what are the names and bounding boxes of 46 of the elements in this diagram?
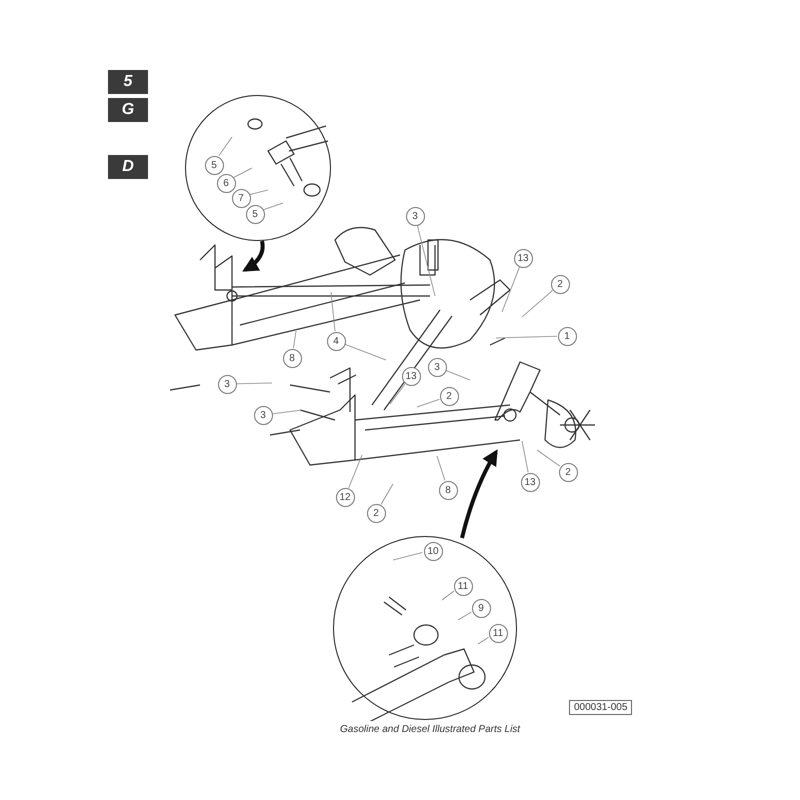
arrow bbox=[460, 449, 498, 538]
leader-line bbox=[502, 266, 520, 312]
section-tab: G bbox=[108, 98, 148, 122]
leader-line bbox=[478, 636, 489, 644]
callout-number: 8 bbox=[438, 480, 458, 500]
leader-line bbox=[348, 454, 362, 488]
leader-line bbox=[218, 136, 232, 156]
callout-number: 13 bbox=[520, 472, 540, 492]
leader-line bbox=[330, 292, 336, 332]
callout-number: 9 bbox=[472, 598, 490, 618]
leader-line bbox=[416, 398, 440, 408]
leader-line bbox=[380, 484, 394, 505]
leader-line bbox=[233, 168, 252, 178]
leader-line bbox=[458, 612, 472, 620]
section-tab: D bbox=[108, 155, 148, 179]
leader-line bbox=[249, 190, 268, 195]
leader-line bbox=[390, 384, 406, 404]
leader-line bbox=[236, 382, 272, 384]
leader-line bbox=[536, 450, 560, 467]
leader-line bbox=[446, 370, 470, 380]
leader-line bbox=[436, 456, 446, 481]
callout-number: 10 bbox=[424, 542, 442, 560]
callout-number: 11 bbox=[488, 624, 508, 642]
leader-line bbox=[392, 552, 423, 560]
leader-line bbox=[522, 290, 553, 318]
leader-line bbox=[293, 330, 296, 348]
callout-number: 2 bbox=[558, 462, 578, 482]
callout-number: 5 bbox=[246, 204, 264, 224]
footer-text: Gasoline and Diesel Illustrated Parts List bbox=[340, 724, 520, 735]
callout-number: 7 bbox=[232, 188, 250, 208]
leader-line bbox=[417, 225, 436, 296]
callout-number: 5 bbox=[204, 156, 224, 174]
suspension-drawing bbox=[169, 226, 596, 466]
callout-number: 2 bbox=[366, 504, 386, 522]
leader-line bbox=[344, 344, 386, 360]
callout-number: 3 bbox=[406, 206, 424, 226]
leader-line bbox=[263, 202, 284, 210]
figure-number: 000031-005 bbox=[569, 700, 632, 715]
callout-number: 6 bbox=[216, 174, 236, 192]
leader-line bbox=[272, 410, 302, 414]
leader-line bbox=[442, 590, 454, 600]
section-tab: 5 bbox=[108, 70, 148, 94]
callout-number: 12 bbox=[336, 488, 354, 506]
callout-number: 11 bbox=[454, 576, 472, 596]
leader-line bbox=[522, 440, 528, 473]
leader-line bbox=[496, 336, 558, 338]
